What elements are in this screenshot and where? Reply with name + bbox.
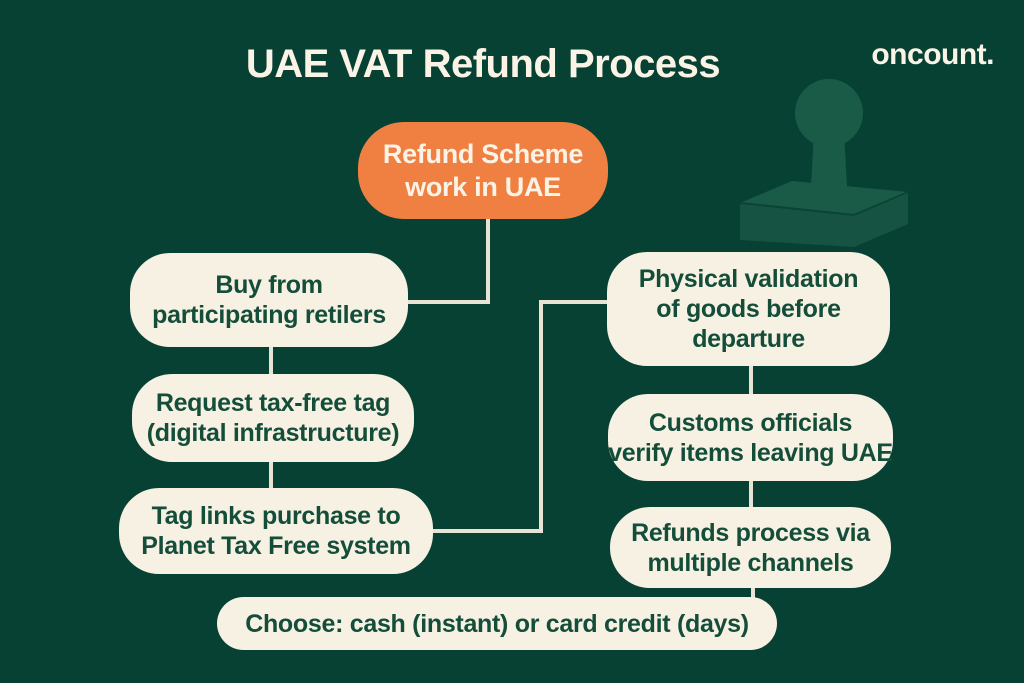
connector-request-to-taglinks bbox=[269, 460, 273, 490]
page-title: UAE VAT Refund Process bbox=[245, 42, 721, 86]
connector-buy-to-request bbox=[269, 345, 273, 376]
node-refund-scheme: Refund Scheme work in UAE bbox=[358, 122, 608, 219]
connector-refunds-to-choose bbox=[751, 586, 755, 599]
connector-root-junction bbox=[486, 219, 490, 304]
node-tag-links-purchase: Tag links purchase to Planet Tax Free sy… bbox=[119, 488, 433, 574]
connector-root-to-buy bbox=[406, 300, 490, 304]
node-refunds-process: Refunds process via multiple channels bbox=[610, 507, 891, 588]
node-physical-validation: Physical validation of goods before depa… bbox=[607, 252, 890, 366]
connector-validation-to-customs bbox=[749, 364, 753, 396]
rubber-stamp-icon bbox=[739, 79, 909, 247]
connector-mid-to-validation bbox=[539, 300, 607, 304]
connector-mid-vertical bbox=[539, 300, 543, 533]
connector-mid-to-taglinks bbox=[431, 529, 543, 533]
connector-customs-to-refunds bbox=[749, 479, 753, 509]
node-choose-refund-method: Choose: cash (instant) or card credit (d… bbox=[217, 597, 777, 650]
node-request-tax-free-tag: Request tax-free tag (digital infrastruc… bbox=[132, 374, 414, 462]
brand-logo: oncount. bbox=[871, 38, 994, 71]
node-customs-officials: Customs officials verify items leaving U… bbox=[608, 394, 893, 481]
node-buy-from-retailers: Buy from participating retilers bbox=[130, 253, 408, 347]
